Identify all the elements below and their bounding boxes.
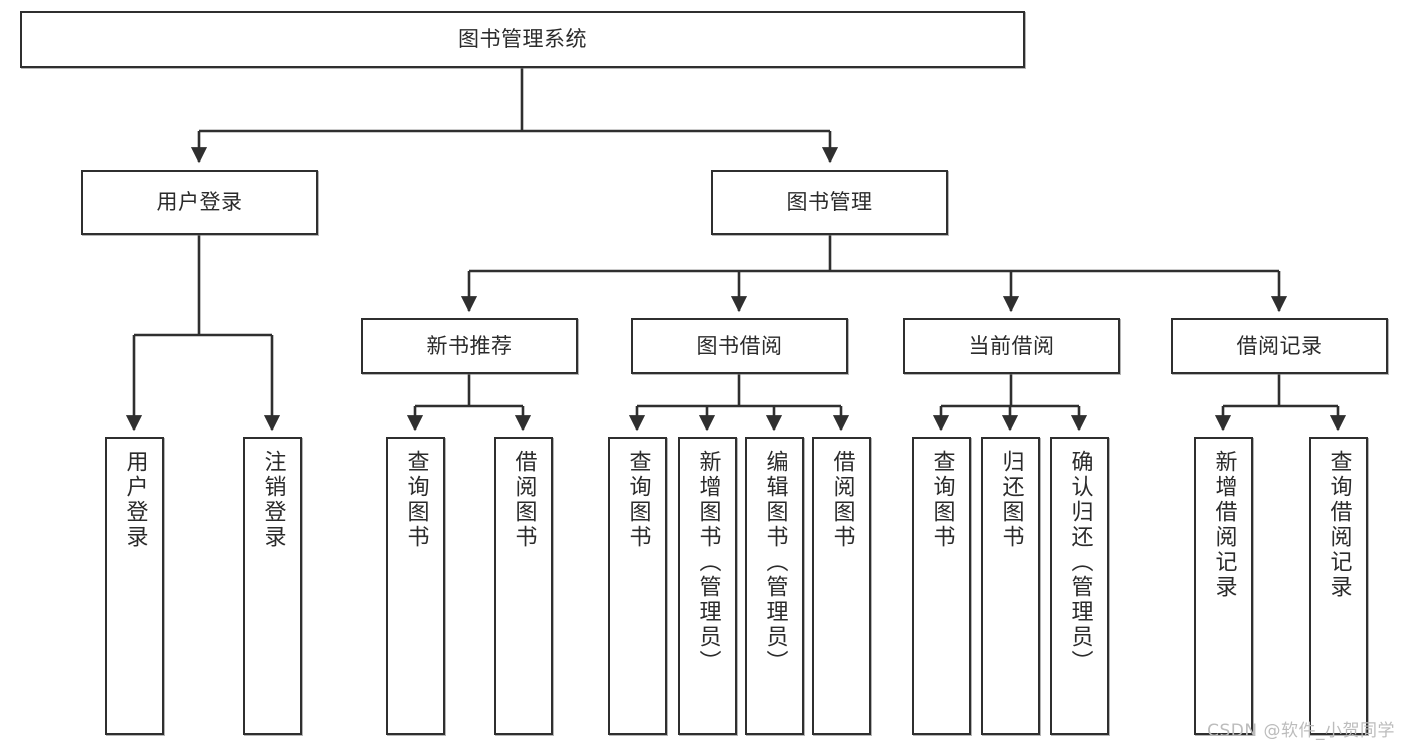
node-leaf-query-record[interactable]: 查询借阅记录 <box>1309 437 1368 735</box>
node-leaf-add-book[interactable]: 新增图书（管理员） <box>678 437 737 735</box>
node-leaf-query-book-3[interactable]: 查询图书 <box>912 437 971 735</box>
node-leaf-add-record[interactable]: 新增借阅记录 <box>1194 437 1253 735</box>
node-book-borrow[interactable]: 图书借阅 <box>631 318 848 374</box>
node-leaf-return-book-label: 归还图书 <box>998 450 1024 550</box>
node-leaf-user-logout[interactable]: 注销登录 <box>243 437 302 735</box>
node-leaf-query-book-3-label: 查询图书 <box>929 450 955 550</box>
node-leaf-query-book-1-label: 查询图书 <box>403 450 429 550</box>
node-leaf-confirm-return-label: 确认归还（管理员） <box>1067 450 1093 675</box>
node-leaf-query-book-2[interactable]: 查询图书 <box>608 437 667 735</box>
node-book-manage-label: 图书管理 <box>786 190 873 215</box>
node-leaf-add-record-label: 新增借阅记录 <box>1211 450 1237 600</box>
node-leaf-borrow-book-2-label: 借阅图书 <box>829 450 855 550</box>
node-leaf-user-logout-label: 注销登录 <box>260 450 286 550</box>
node-root[interactable]: 图书管理系统 <box>20 11 1025 68</box>
node-leaf-add-book-label: 新增图书（管理员） <box>695 450 721 675</box>
node-leaf-borrow-book-2[interactable]: 借阅图书 <box>812 437 871 735</box>
node-new-book-rec-label: 新书推荐 <box>426 333 513 358</box>
watermark-text: CSDN @软件_小贺同学 <box>1207 721 1395 741</box>
node-new-book-rec[interactable]: 新书推荐 <box>361 318 578 374</box>
node-leaf-user-login-label: 用户登录 <box>122 450 148 550</box>
node-leaf-borrow-book-1[interactable]: 借阅图书 <box>494 437 553 735</box>
node-borrow-record[interactable]: 借阅记录 <box>1171 318 1388 374</box>
node-leaf-confirm-return[interactable]: 确认归还（管理员） <box>1050 437 1109 735</box>
node-leaf-edit-book-label: 编辑图书（管理员） <box>762 450 788 675</box>
node-book-borrow-label: 图书借阅 <box>696 333 783 358</box>
node-borrow-record-label: 借阅记录 <box>1236 333 1323 358</box>
node-book-manage[interactable]: 图书管理 <box>711 170 948 235</box>
node-leaf-query-book-2-label: 查询图书 <box>625 450 651 550</box>
node-user-login[interactable]: 用户登录 <box>81 170 318 235</box>
node-leaf-return-book[interactable]: 归还图书 <box>981 437 1040 735</box>
node-current-borrow-label: 当前借阅 <box>968 333 1055 358</box>
node-leaf-edit-book[interactable]: 编辑图书（管理员） <box>745 437 804 735</box>
node-user-login-label: 用户登录 <box>156 190 243 215</box>
node-leaf-query-book-1[interactable]: 查询图书 <box>386 437 445 735</box>
node-current-borrow[interactable]: 当前借阅 <box>903 318 1120 374</box>
node-leaf-borrow-book-1-label: 借阅图书 <box>511 450 537 550</box>
node-leaf-query-record-label: 查询借阅记录 <box>1326 450 1352 600</box>
node-leaf-user-login[interactable]: 用户登录 <box>105 437 164 735</box>
node-root-label: 图书管理系统 <box>458 27 587 52</box>
